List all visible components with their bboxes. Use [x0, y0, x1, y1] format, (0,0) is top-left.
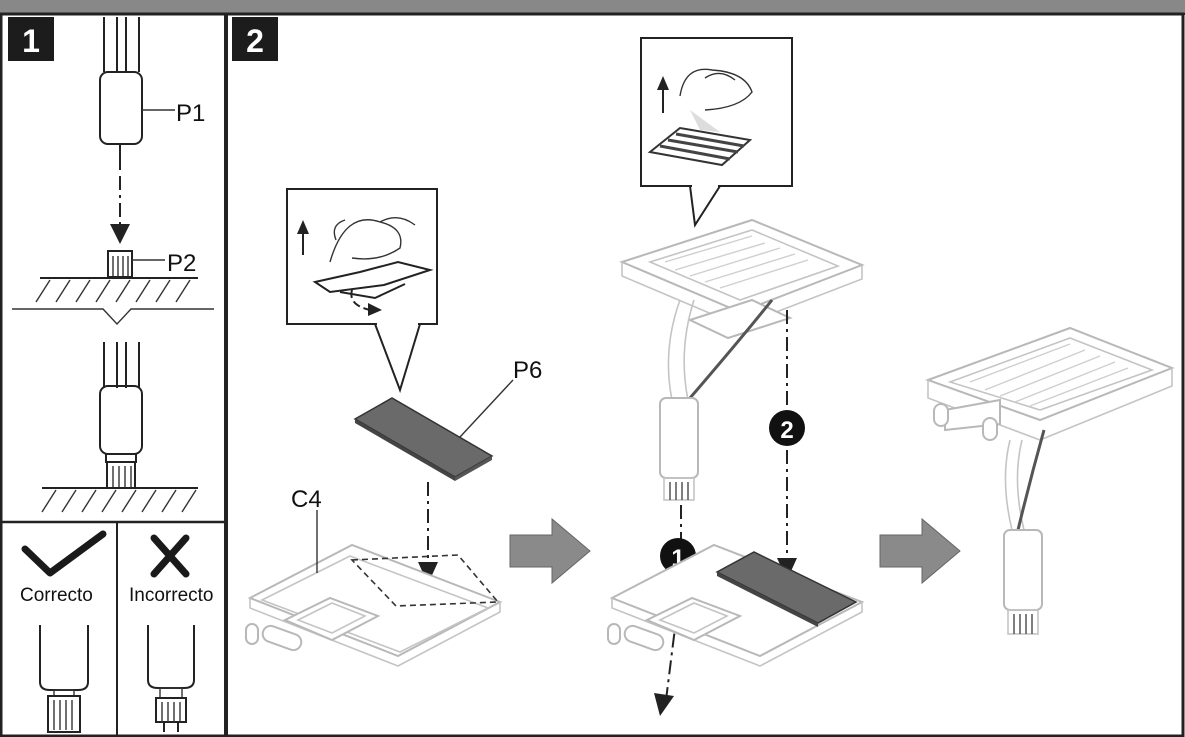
block-arrow-right-icon — [879, 517, 961, 585]
assembled-sensor-unit — [925, 326, 1175, 635]
step-1-number: 1 — [22, 23, 40, 59]
result-chevron-divider — [12, 308, 214, 326]
checkmark-icon — [21, 530, 107, 577]
peel-liner-callout — [286, 188, 438, 394]
connector-inserted-illustration — [41, 342, 198, 513]
pcb-socket-p2-illustration — [35, 250, 198, 303]
step-1-badge: 1 — [8, 17, 54, 61]
label-p2: P2 — [167, 250, 196, 277]
label-p6-leader — [459, 379, 514, 438]
sensor-board-top — [619, 218, 865, 501]
correct-connector-illustration — [39, 625, 89, 733]
label-p1: P1 — [176, 100, 205, 127]
step-2-badge: 2 — [232, 17, 278, 61]
outer-frame — [0, 12, 1185, 737]
sequence-badge-2: 2 — [769, 410, 805, 446]
base-c4 — [245, 543, 503, 667]
sticker-p6 — [353, 397, 494, 481]
peel-sensor-liner-callout — [640, 37, 793, 228]
sequence-number-2: 2 — [780, 417, 793, 444]
insert-arrow — [110, 176, 130, 244]
label-incorrect: Incorrecto — [129, 585, 213, 606]
cross-icon — [150, 534, 190, 578]
step-2-number: 2 — [246, 23, 264, 59]
label-c4: C4 — [291, 486, 322, 513]
base-with-sticker — [607, 543, 865, 667]
header-band — [0, 0, 1185, 14]
sticker-drop-arrow — [418, 482, 438, 584]
label-correct: Correcto — [20, 585, 93, 606]
block-arrow-right-icon — [509, 517, 591, 585]
connector-p1-illustration — [99, 17, 175, 170]
label-p6: P6 — [513, 357, 542, 384]
incorrect-connector-illustration — [147, 625, 195, 732]
